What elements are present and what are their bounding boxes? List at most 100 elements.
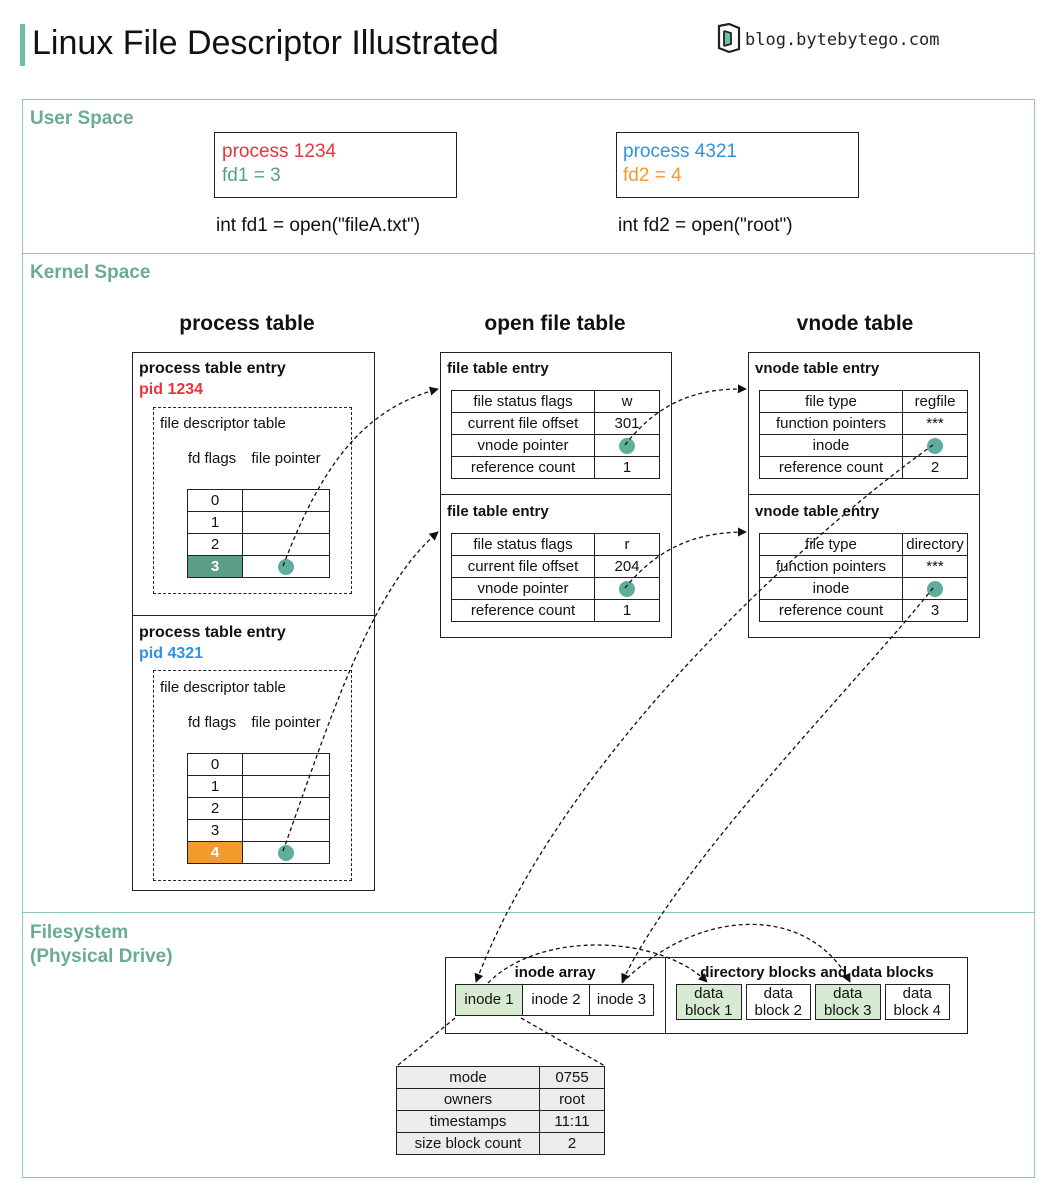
vnode-pointer-dot-icon [619,437,635,454]
diagram-frame [22,99,1035,1178]
field-value: 301 [594,412,660,435]
vnode-table-heading: vnode table [796,312,914,335]
field-label: inode [759,577,903,600]
table-row: vnode pointer [451,577,660,600]
field-label: current file offset [451,412,595,435]
open-file-table-heading: open file table [484,312,626,335]
table-row: inode [759,434,968,457]
file-pointer-cell [242,753,330,776]
page-title: Linux File Descriptor Illustrated [32,24,499,62]
table-row: 1 [187,775,330,798]
field-label: timestamps [396,1110,540,1133]
process-4321-box [616,132,859,198]
field-value: r [594,533,660,556]
field-value: 204 [594,555,660,578]
kernel-filesystem-divider [22,912,1035,913]
field-label: function pointers [759,555,903,578]
table-row: inode [759,577,968,600]
table-row: 0 [187,489,330,512]
process-entry-divider [132,615,375,616]
field-label: size block count [396,1132,540,1155]
fd-table-2-grid: 0 1 2 3 4 [187,753,330,864]
field-value: regfile [902,390,968,413]
field-value: 1 [594,456,660,479]
user-kernel-divider [22,253,1035,254]
file-pointer-cell [242,775,330,798]
fd-index-active: 4 [187,841,243,864]
field-label: current file offset [451,555,595,578]
table-row: 3 [187,555,330,578]
fd-index: 1 [187,511,243,534]
table-row: 1 [187,511,330,534]
inode-array-title: inode array [514,964,596,981]
table-row: 3 [187,819,330,842]
fd-table-1-col-flags: fd flags [187,450,237,467]
inode-1-cell: inode 1 [455,984,523,1016]
field-value: root [539,1088,605,1111]
data-block-2-line1: data [763,985,793,1002]
pointer-dot-icon [278,558,294,575]
field-value: w [594,390,660,413]
file-pointer-cell [242,819,330,842]
fd-table-2-label: file descriptor table [160,679,286,696]
filesystem-sublabel: (Physical Drive) [30,946,173,967]
process-entry-2-pid: pid 4321 [139,645,204,662]
fd-table-1-grid: 0 1 2 3 [187,489,330,578]
table-row: 2 [187,533,330,556]
field-label: file type [759,390,903,413]
kernel-space-label: Kernel Space [30,262,151,283]
table-row: vnode pointer [451,434,660,457]
data-block-1-line1: data [694,985,724,1002]
field-value: *** [902,555,968,578]
field-label: mode [396,1066,540,1089]
fd-table-2-col-pointer: file pointer [251,714,321,731]
field-value: *** [902,412,968,435]
vnode-entry-divider [748,494,980,495]
pointer-dot-icon [278,844,294,861]
field-value [902,434,968,457]
table-row: function pointers*** [759,412,968,435]
field-label: reference count [451,456,595,479]
field-value: 0755 [539,1066,605,1089]
field-label: inode [759,434,903,457]
fd-table-1-label: file descriptor table [160,415,286,432]
field-value [594,577,660,600]
file-pointer-cell [242,841,330,864]
process-table-heading: process table [179,312,315,335]
inode-pointer-dot-icon [927,580,943,597]
file-pointer-cell [242,489,330,512]
inode-2-cell: inode 2 [522,984,590,1016]
field-label: vnode pointer [451,577,595,600]
vnode-entry-1-title: vnode table entry [755,360,880,377]
table-row: function pointers*** [759,555,968,578]
process-entry-1-title: process table entry [139,360,286,377]
process-entry-2-title: process table entry [139,624,286,641]
data-block-4-line2: block 4 [893,1002,942,1019]
user-space-label: User Space [30,108,134,129]
data-block-2-line2: block 2 [754,1002,803,1019]
process-1234-fd: fd1 = 3 [222,165,281,186]
data-block-3-line1: data [833,985,863,1002]
brand-link[interactable]: blog.bytebytego.com [745,30,940,50]
fd-table-2-col-flags: fd flags [187,714,237,731]
fd-index: 2 [187,533,243,556]
table-row: inode 1 inode 2 inode 3 [455,984,654,1016]
fd-table-1-col-pointer: file pointer [251,450,321,467]
